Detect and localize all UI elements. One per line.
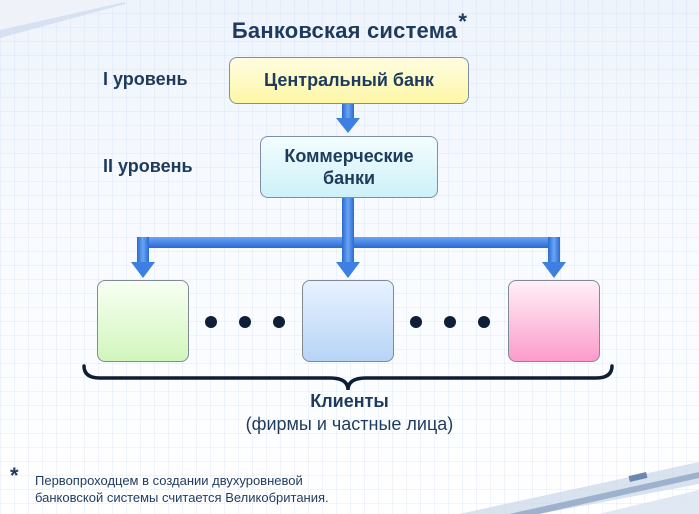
clients-sublabel: (фирмы и частные лица) <box>245 414 454 434</box>
level-two-label: II уровень <box>103 156 193 176</box>
level-one-label: I уровень <box>103 69 188 89</box>
title-text: Банковская система <box>231 18 458 43</box>
clients-label: Клиенты <box>310 391 389 411</box>
title-footnote-mark: * <box>458 9 468 34</box>
footnote-mark: * <box>10 463 19 488</box>
client-box-blue <box>302 280 394 362</box>
corner-decoration <box>0 0 125 38</box>
central-bank-label: Центральный банк <box>264 70 434 90</box>
footnote-text: Первопроходцем в создании двухуровневой … <box>35 472 435 506</box>
commercial-banks-box: Коммерческие банки <box>260 136 438 198</box>
pen-decoration <box>459 462 699 514</box>
ellipsis-dots-left <box>205 316 285 328</box>
footnote-line1: Первопроходцем в создании двухуровневой <box>35 473 303 488</box>
commercial-banks-label-line1: Коммерческие <box>284 146 414 166</box>
client-box-pink <box>508 280 600 362</box>
arrow-commercial-to-clients <box>131 198 566 278</box>
clients-brace <box>82 364 614 391</box>
footnote-line2: банковской системы считается Великобрита… <box>35 490 329 505</box>
commercial-banks-label-line2: банки <box>322 168 376 188</box>
central-bank-box: Центральный банк <box>229 57 469 104</box>
slide-title: Банковская система* <box>0 9 699 44</box>
client-box-green <box>97 280 189 362</box>
ellipsis-dots-right <box>410 316 490 328</box>
arrow-central-to-commercial <box>336 104 360 133</box>
